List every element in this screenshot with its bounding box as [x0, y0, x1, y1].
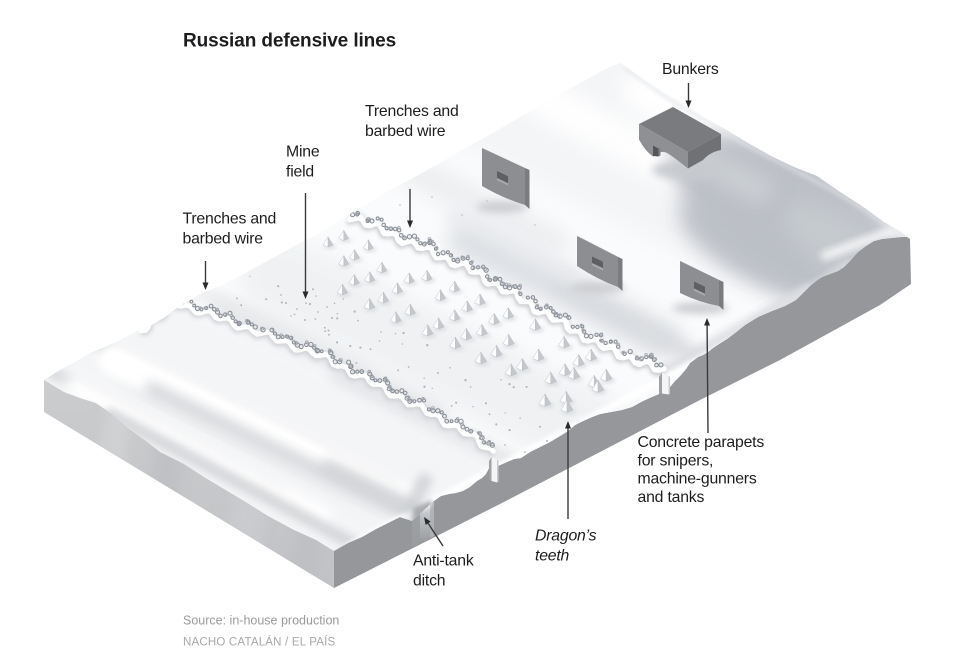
svg-text:teeth: teeth — [535, 548, 570, 565]
svg-text:Trenches and: Trenches and — [365, 103, 459, 120]
svg-text:Bunkers: Bunkers — [662, 61, 719, 78]
svg-text:Source: in-house production: Source: in-house production — [183, 614, 339, 628]
svg-text:machine-gunners: machine-gunners — [638, 471, 757, 488]
svg-text:and tanks: and tanks — [638, 489, 705, 506]
svg-text:ditch: ditch — [413, 573, 445, 590]
svg-text:Concrete parapets: Concrete parapets — [638, 434, 765, 451]
svg-text:NACHO CATALÁN / EL PAÍS: NACHO CATALÁN / EL PAÍS — [183, 636, 336, 649]
svg-text:Anti-tank: Anti-tank — [413, 553, 474, 570]
svg-text:field: field — [286, 164, 314, 181]
svg-text:Mine: Mine — [286, 144, 320, 161]
svg-text:barbed wire: barbed wire — [365, 123, 446, 140]
svg-text:barbed wire: barbed wire — [183, 231, 264, 248]
svg-text:for snipers,: for snipers, — [638, 452, 714, 469]
svg-text:Russian defensive lines: Russian defensive lines — [183, 31, 396, 52]
svg-text:Dragon’s: Dragon’s — [535, 528, 597, 545]
svg-text:Trenches and: Trenches and — [183, 211, 277, 228]
